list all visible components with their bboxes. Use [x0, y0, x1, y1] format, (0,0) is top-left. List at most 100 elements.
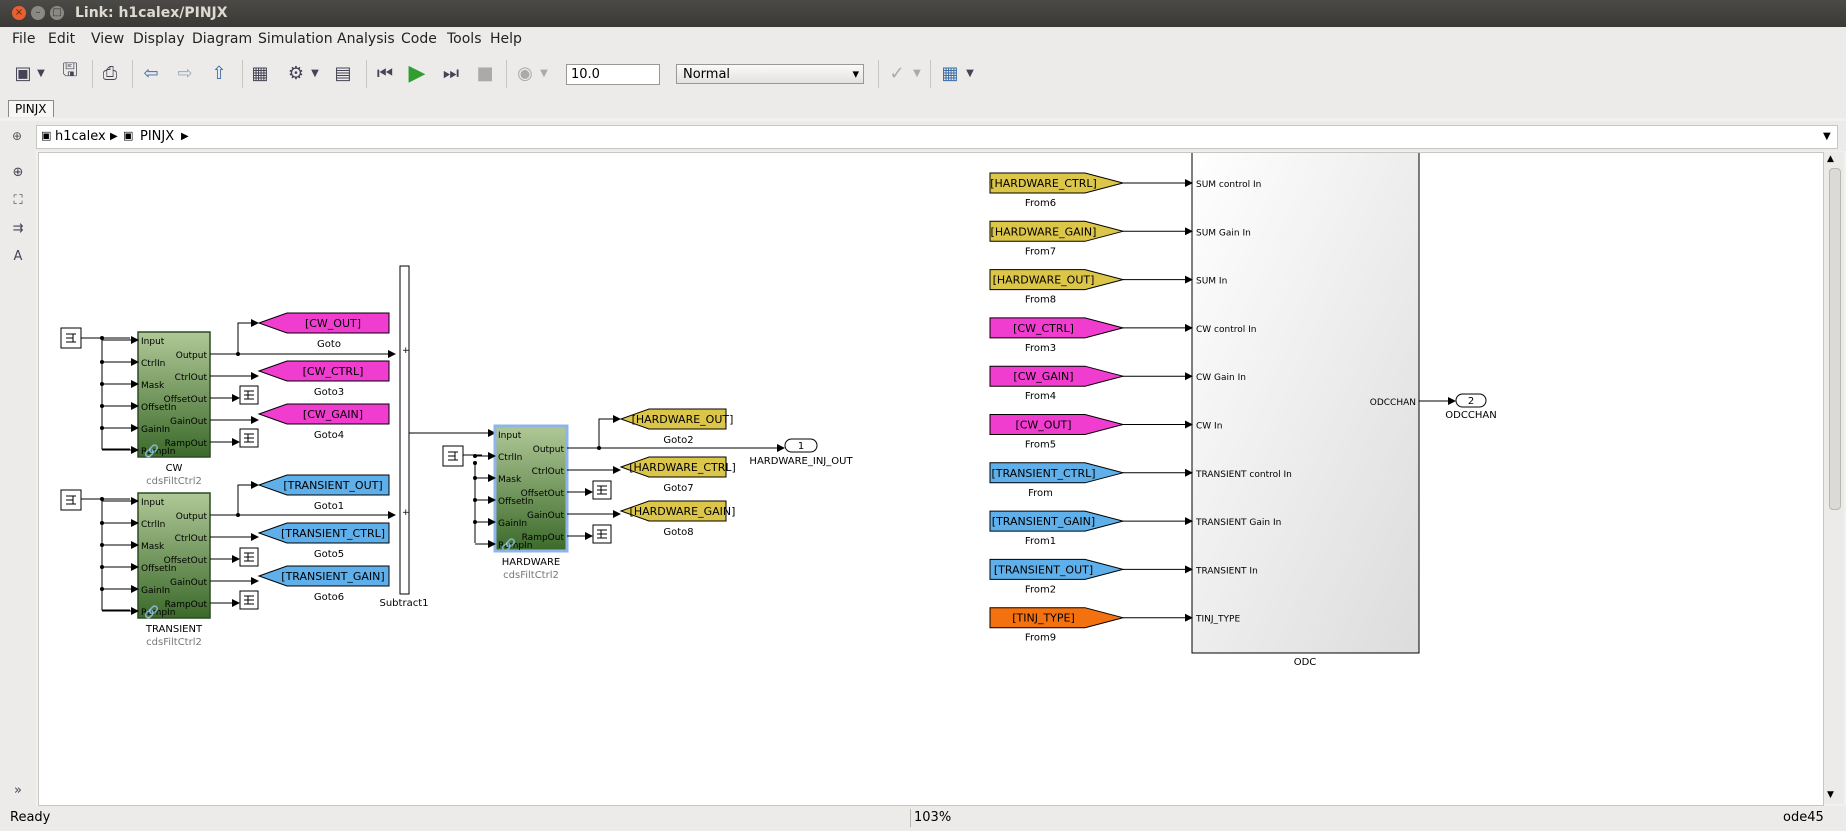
- settings-gear-icon[interactable]: ⚙: [287, 62, 305, 84]
- vertical-scrollbar[interactable]: ▲ ▼: [1824, 152, 1844, 804]
- from-block[interactable]: [989, 558, 1125, 580]
- annotation-icon[interactable]: A: [13, 249, 23, 264]
- simulation-mode-value: Normal: [683, 67, 731, 82]
- check-dropdown-icon[interactable]: ▼: [913, 67, 921, 79]
- goto-block[interactable]: [257, 565, 390, 587]
- hide-browser-icon[interactable]: ⊕: [12, 129, 23, 143]
- scroll-thumb[interactable]: [1829, 168, 1841, 510]
- solver-name: ode45: [1783, 810, 1824, 825]
- library-browser-icon[interactable]: ▦: [251, 62, 269, 84]
- goto-block[interactable]: [619, 456, 727, 478]
- arrow-icon[interactable]: ⇉: [12, 221, 24, 236]
- menu-edit[interactable]: Edit: [48, 31, 76, 47]
- menu-simulation[interactable]: Simulation: [258, 31, 333, 47]
- filter-block-hardware[interactable]: [493, 424, 569, 553]
- breadcrumb-child[interactable]: PINJX: [140, 129, 175, 144]
- minimize-window-button[interactable]: –: [31, 6, 45, 20]
- breadcrumb-root[interactable]: h1calex: [55, 129, 106, 144]
- forward-icon[interactable]: ⇨: [177, 62, 193, 84]
- goto-block[interactable]: [257, 474, 390, 496]
- settings-dropdown-icon[interactable]: ▼: [311, 67, 319, 79]
- menu-analysis[interactable]: Analysis: [337, 31, 395, 47]
- from-name: From: [1028, 488, 1053, 499]
- from-tag: [CW_GAIN]: [1013, 370, 1073, 383]
- breadcrumb-dropdown-icon[interactable]: ▼: [1823, 131, 1831, 142]
- tab-pinjx[interactable]: PINJX: [8, 100, 54, 117]
- goto-block[interactable]: [257, 360, 390, 382]
- expand-icon[interactable]: »: [14, 783, 22, 798]
- from-block[interactable]: [989, 365, 1125, 387]
- outport-block[interactable]: [784, 438, 818, 453]
- input-port-label: OffsetIn: [498, 497, 533, 507]
- maximize-window-button[interactable]: □: [50, 6, 64, 20]
- output-port-label: CtrlOut: [532, 467, 565, 477]
- model-explorer-icon[interactable]: ▤: [334, 62, 352, 84]
- stop-time-input[interactable]: 10.0: [566, 64, 660, 85]
- from-block[interactable]: [989, 607, 1125, 629]
- menu-file[interactable]: File: [12, 31, 36, 47]
- goto-block[interactable]: [257, 403, 390, 425]
- signal-line: [567, 415, 621, 449]
- step-forward-icon[interactable]: ⏭: [442, 62, 460, 84]
- up-icon[interactable]: ⇧: [211, 62, 227, 84]
- from-block[interactable]: [989, 317, 1125, 339]
- fit-view-icon[interactable]: ⛶: [13, 193, 23, 208]
- record-dropdown-icon[interactable]: ▼: [540, 67, 548, 79]
- from-block[interactable]: [989, 220, 1125, 242]
- scroll-up-icon[interactable]: ▲: [1827, 154, 1834, 164]
- goto-name: Goto1: [314, 501, 344, 512]
- zoom-in-icon[interactable]: ⊕: [12, 165, 24, 180]
- scroll-down-icon[interactable]: ▼: [1827, 790, 1834, 800]
- goto-block[interactable]: [257, 522, 390, 544]
- new-model-icon[interactable]: ▣: [14, 62, 32, 84]
- goto-block[interactable]: [619, 408, 727, 430]
- branch-point: [100, 543, 104, 547]
- title-bar: × – □ Link: h1calex/PINJX: [0, 0, 1846, 27]
- address-bar: ⊕ ▣ h1calex ▶ ▣ PINJX ▶ ▼: [0, 121, 1846, 151]
- close-window-button[interactable]: ×: [12, 6, 26, 20]
- branch-point: [473, 520, 477, 524]
- goto-block[interactable]: [257, 312, 390, 334]
- from-block[interactable]: [989, 462, 1125, 484]
- constant-block-icon: [448, 451, 458, 461]
- goto-block[interactable]: [619, 500, 727, 522]
- filter-block-transient[interactable]: [137, 492, 211, 619]
- input-port-label: GainIn: [141, 586, 170, 596]
- input-port-label: CtrlIn: [141, 359, 165, 369]
- from-tag: [TRANSIENT_OUT]: [994, 563, 1093, 576]
- save-icon[interactable]: 🖫: [62, 60, 78, 81]
- subtract-block[interactable]: [399, 265, 410, 595]
- grid-view-icon[interactable]: ▦: [941, 62, 959, 84]
- new-dropdown-icon[interactable]: ▼: [37, 67, 45, 79]
- filter-block-cw[interactable]: [137, 331, 211, 458]
- grid-dropdown-icon[interactable]: ▼: [966, 67, 974, 79]
- check-icon[interactable]: ✓: [889, 62, 905, 84]
- menu-display[interactable]: Display: [133, 31, 185, 47]
- toolbar-separator: [506, 60, 507, 88]
- output-port-label: RampOut: [522, 533, 565, 543]
- from-block[interactable]: [989, 414, 1125, 435]
- menu-code[interactable]: Code: [401, 31, 437, 47]
- outport-block[interactable]: [1455, 393, 1487, 408]
- goto-name: Goto7: [663, 483, 693, 494]
- odc-subsystem-block[interactable]: [1191, 145, 1420, 654]
- step-back-icon[interactable]: ⏮: [376, 62, 394, 84]
- print-icon[interactable]: ⎙: [102, 62, 118, 84]
- menu-help[interactable]: Help: [490, 31, 522, 47]
- menu-tools[interactable]: Tools: [447, 31, 482, 47]
- from-name: From8: [1025, 295, 1056, 306]
- from-block[interactable]: [989, 269, 1125, 291]
- odc-input-port-label: SUM Gain In: [1196, 228, 1251, 238]
- back-icon[interactable]: ⇦: [143, 62, 159, 84]
- signal-line: [210, 319, 259, 355]
- menu-view[interactable]: View: [91, 31, 125, 47]
- menu-diagram[interactable]: Diagram: [192, 31, 253, 47]
- from-block[interactable]: [989, 510, 1125, 532]
- simulation-mode-select[interactable]: Normal ▾: [676, 64, 864, 84]
- from-block[interactable]: [989, 172, 1125, 194]
- branch-point: [100, 360, 104, 364]
- run-icon[interactable]: ▶: [408, 60, 426, 86]
- record-icon[interactable]: ◉: [517, 62, 533, 84]
- stop-icon[interactable]: ■: [476, 62, 494, 84]
